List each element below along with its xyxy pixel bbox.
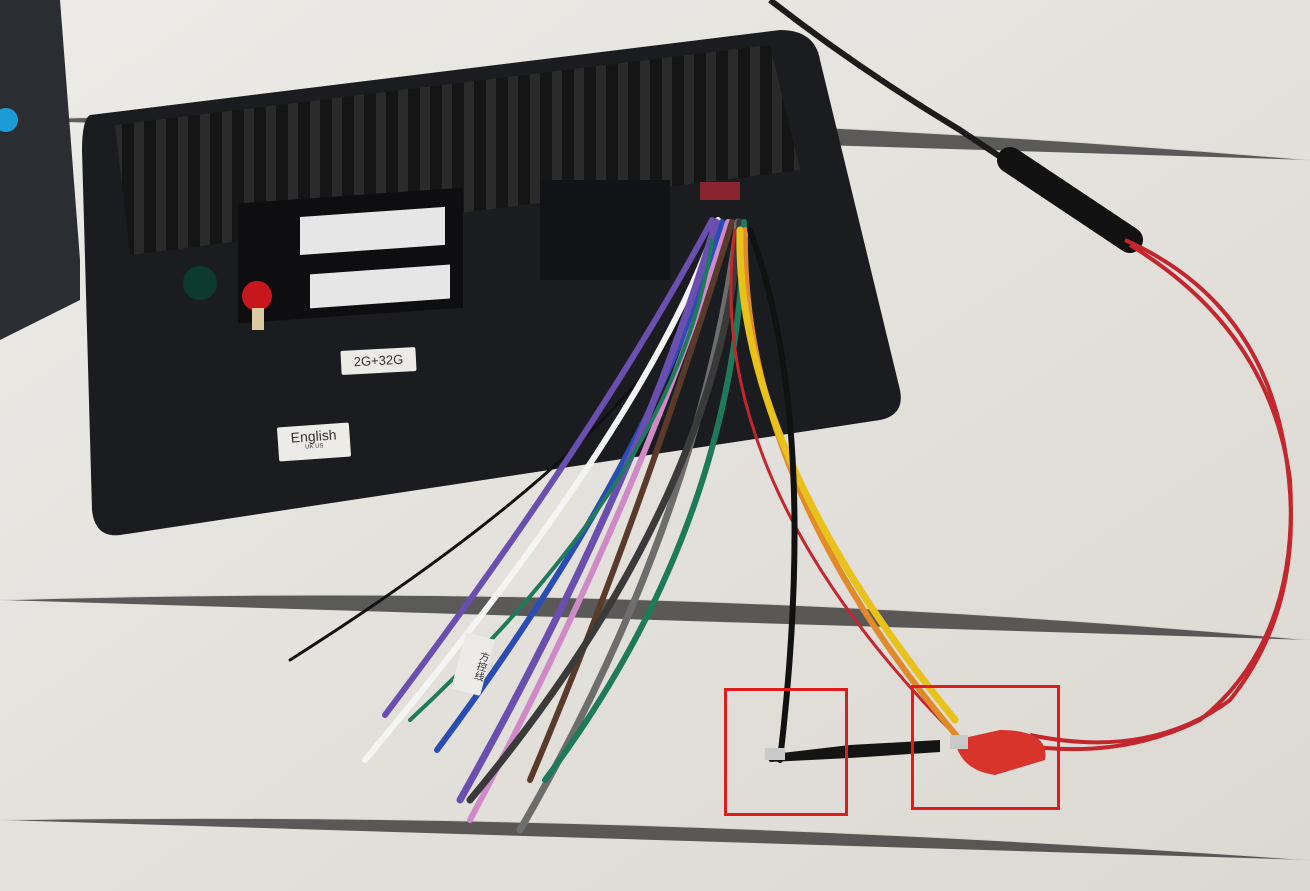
language-label: English UK US — [276, 422, 352, 462]
antenna-port — [183, 266, 217, 300]
black-alligator-clip — [765, 740, 940, 762]
ram-storage-label: 2G+32G — [340, 347, 417, 375]
highlight-box-black-wire — [724, 688, 848, 816]
power-cable — [768, 0, 1022, 173]
red-alligator-clip — [955, 730, 1046, 775]
dc-plug — [997, 147, 1143, 253]
harness-connectors — [300, 206, 450, 309]
left-device — [0, 0, 80, 340]
highlight-box-red-wire — [911, 685, 1060, 810]
wire-bundle — [288, 217, 963, 834]
red-fuse-cap — [242, 281, 272, 311]
